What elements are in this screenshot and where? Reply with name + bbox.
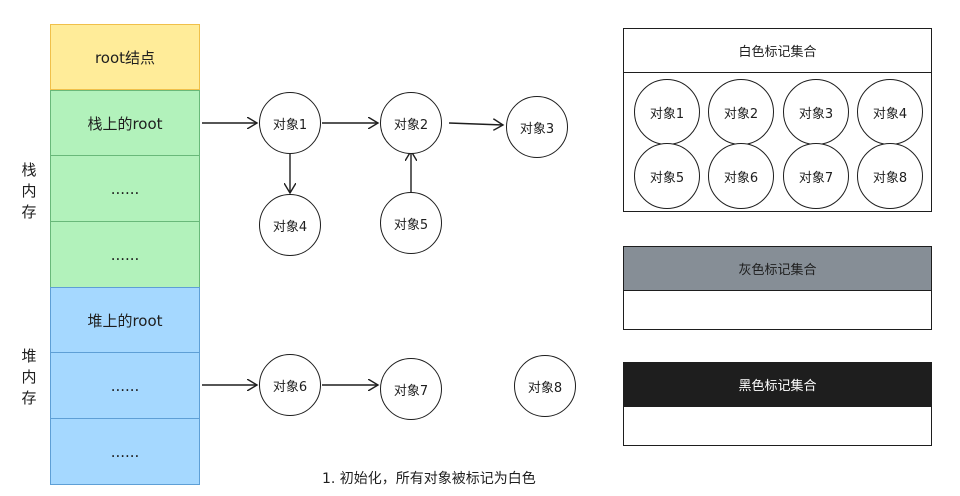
- root-node: root结点: [50, 24, 200, 90]
- root-node-label: root结点: [94, 48, 156, 67]
- arrow-obj2-to-obj3: [448, 123, 503, 125]
- heap-root-label: 堆上的root: [87, 311, 163, 330]
- stack-root-cell: 栈上的root: [50, 90, 200, 156]
- heap-cell-3: ......: [50, 418, 200, 485]
- stack-cell-2: ......: [50, 155, 200, 222]
- stack-memory-label: 栈内存: [21, 161, 37, 221]
- white-set-member-label: 对象7: [798, 170, 834, 186]
- object-7-label: 对象7: [393, 383, 429, 399]
- white-set-member: 对象7: [783, 143, 849, 209]
- white-set-title: 白色标记集合: [624, 29, 931, 73]
- stack-root-label: 栈上的root: [87, 114, 163, 133]
- object-3-node: 对象3: [506, 96, 568, 158]
- object-8-node: 对象8: [514, 355, 576, 417]
- white-set-member-label: 对象1: [649, 106, 685, 122]
- white-set-member-label: 对象4: [872, 106, 908, 122]
- white-set-member-label: 对象8: [872, 170, 908, 186]
- object-2-label: 对象2: [393, 117, 429, 133]
- white-set-member: 对象3: [783, 79, 849, 145]
- object-1-label: 对象1: [272, 117, 308, 133]
- gray-set-title: 灰色标记集合: [624, 247, 931, 291]
- object-7-node: 对象7: [380, 358, 442, 420]
- object-4-label: 对象4: [272, 219, 308, 235]
- white-set-member-label: 对象2: [723, 106, 759, 122]
- white-mark-set: 白色标记集合 对象1 对象2 对象3 对象4 对象5 对象6 对象7 对象8: [623, 28, 932, 212]
- white-set-member: 对象8: [857, 143, 923, 209]
- object-6-node: 对象6: [259, 354, 321, 416]
- white-set-member: 对象5: [634, 143, 700, 209]
- heap-root-cell: 堆上的root: [50, 287, 200, 353]
- heap-cell-3-label: ......: [110, 442, 140, 461]
- white-set-member: 对象1: [634, 79, 700, 145]
- object-2-node: 对象2: [380, 92, 442, 154]
- black-set-title: 黑色标记集合: [624, 363, 931, 407]
- black-mark-set: 黑色标记集合: [623, 362, 932, 446]
- step-caption: 1. 初始化，所有对象被标记为白色: [322, 471, 536, 487]
- object-3-label: 对象3: [519, 121, 555, 137]
- gray-mark-set: 灰色标记集合: [623, 246, 932, 330]
- heap-cell-2-label: ......: [110, 376, 140, 395]
- object-8-label: 对象8: [527, 380, 563, 396]
- heap-memory-label: 堆内存: [21, 347, 37, 407]
- white-set-member: 对象2: [708, 79, 774, 145]
- stack-cell-3-label: ......: [110, 245, 140, 264]
- object-5-node: 对象5: [380, 192, 442, 254]
- object-4-node: 对象4: [259, 194, 321, 256]
- stack-cell-3: ......: [50, 221, 200, 288]
- object-5-label: 对象5: [393, 217, 429, 233]
- white-set-member: 对象4: [857, 79, 923, 145]
- white-set-member-label: 对象3: [798, 106, 834, 122]
- object-6-label: 对象6: [272, 379, 308, 395]
- stack-cell-2-label: ......: [110, 179, 140, 198]
- white-set-member: 对象6: [708, 143, 774, 209]
- heap-cell-2: ......: [50, 352, 200, 419]
- white-set-member-label: 对象6: [723, 170, 759, 186]
- object-1-node: 对象1: [259, 92, 321, 154]
- white-set-member-label: 对象5: [649, 170, 685, 186]
